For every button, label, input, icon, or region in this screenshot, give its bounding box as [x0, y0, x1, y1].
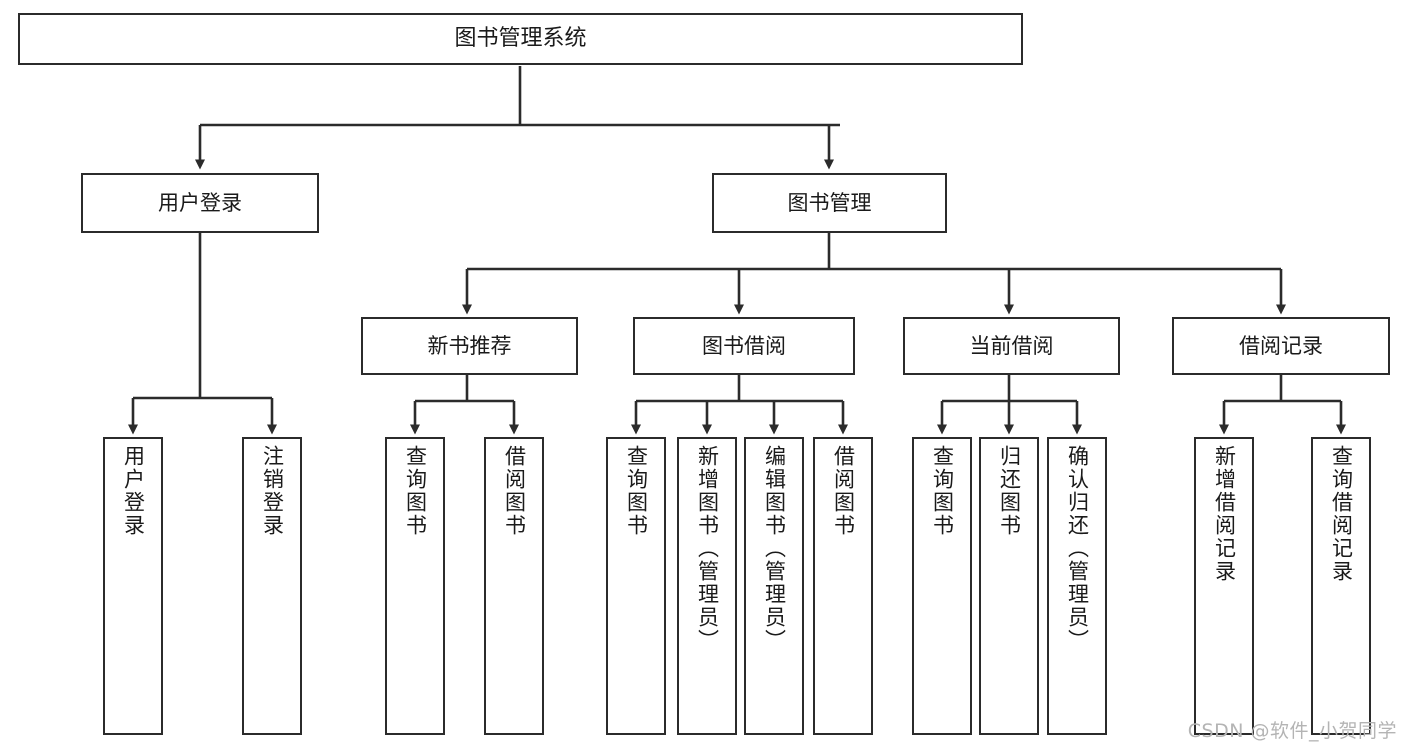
- node-book-management[interactable]: 图书管理: [712, 173, 947, 233]
- node-label: 借阅记录: [1239, 333, 1323, 358]
- node-label: 查询图书: [930, 445, 955, 537]
- node-leaf-add-record[interactable]: 新增借阅记录: [1194, 437, 1254, 735]
- node-label: 新增借阅记录: [1212, 445, 1237, 583]
- node-leaf-confirm-return[interactable]: 确认归还（管理员）: [1047, 437, 1107, 735]
- node-leaf-user-login[interactable]: 用户登录: [103, 437, 163, 735]
- node-root-book-management-system[interactable]: 图书管理系统: [18, 13, 1023, 65]
- node-label: 新书推荐: [427, 333, 512, 358]
- node-label: 确认归还（管理员）: [1065, 445, 1090, 652]
- node-label: 当前借阅: [969, 333, 1054, 358]
- node-current-borrow[interactable]: 当前借阅: [903, 317, 1120, 375]
- node-leaf-query-book-1[interactable]: 查询图书: [385, 437, 445, 735]
- node-label: 图书管理系统: [454, 26, 587, 52]
- node-label: 用户登录: [121, 445, 146, 537]
- node-leaf-logout-login[interactable]: 注销登录: [242, 437, 302, 735]
- node-leaf-borrow-book-2[interactable]: 借阅图书: [813, 437, 873, 735]
- node-borrow-record[interactable]: 借阅记录: [1172, 317, 1390, 375]
- node-label: 借阅图书: [831, 445, 856, 537]
- node-label: 编辑图书（管理员）: [762, 445, 787, 652]
- node-leaf-query-book-3[interactable]: 查询图书: [912, 437, 972, 735]
- node-label: 查询图书: [403, 445, 428, 537]
- node-leaf-add-book[interactable]: 新增图书（管理员）: [677, 437, 737, 735]
- node-leaf-query-record[interactable]: 查询借阅记录: [1311, 437, 1371, 735]
- node-leaf-edit-book[interactable]: 编辑图书（管理员）: [744, 437, 804, 735]
- node-leaf-return-book[interactable]: 归还图书: [979, 437, 1039, 735]
- node-label: 查询借阅记录: [1329, 445, 1354, 583]
- node-label: 图书管理: [787, 190, 872, 215]
- node-label: 借阅图书: [502, 445, 527, 537]
- node-label: 图书借阅: [702, 333, 786, 358]
- node-leaf-borrow-book-1[interactable]: 借阅图书: [484, 437, 544, 735]
- node-label: 注销登录: [260, 445, 285, 537]
- watermark: CSDN @软件_小贺同学: [1187, 720, 1397, 742]
- node-label: 归还图书: [997, 445, 1022, 537]
- node-new-book-recommend[interactable]: 新书推荐: [361, 317, 578, 375]
- node-leaf-query-book-2[interactable]: 查询图书: [606, 437, 666, 735]
- node-label: 用户登录: [158, 190, 242, 215]
- node-book-borrow[interactable]: 图书借阅: [633, 317, 855, 375]
- node-user-login[interactable]: 用户登录: [81, 173, 319, 233]
- node-label: 查询图书: [624, 445, 649, 537]
- node-label: 新增图书（管理员）: [695, 445, 720, 652]
